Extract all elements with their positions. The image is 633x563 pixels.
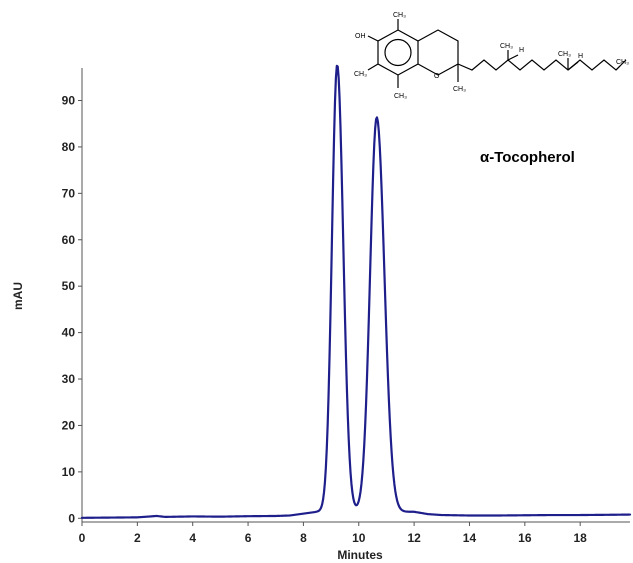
phytyl-tail	[457, 59, 627, 71]
tail-methyl-label-3: CH₃	[616, 59, 629, 66]
methyl-bond-left	[367, 63, 379, 71]
peak-markers	[337, 70, 377, 122]
x-tick-label: 14	[463, 531, 477, 545]
y-tick-label: 0	[68, 511, 75, 525]
y-tick-label: 40	[62, 326, 76, 340]
x-tick-label: 12	[407, 531, 421, 545]
oh-bond	[367, 35, 379, 42]
y-tick-label: 70	[62, 186, 76, 200]
axes	[81, 68, 630, 523]
chromatogram-trace	[80, 64, 632, 519]
tail-methyl-label-2: CH₃	[558, 51, 571, 58]
x-tick-label: 18	[574, 531, 588, 545]
methyl-label-top: CH₃	[393, 12, 406, 19]
tail-methyl-bond-3	[615, 65, 621, 71]
x-tick-label: 4	[189, 531, 196, 545]
methyl-label-bottom: CH₃	[394, 93, 407, 100]
y-tick-label: 10	[62, 465, 76, 479]
chiral-methyl-label: CH₃	[453, 86, 466, 93]
y-tick-label: 20	[62, 418, 76, 432]
tail-h-label-1: H	[519, 47, 524, 54]
x-tick-label: 6	[245, 531, 252, 545]
compound-label: α-Tocopherol	[480, 149, 575, 166]
x-tick-label: 10	[352, 531, 366, 545]
y-axis-title: mAU	[11, 282, 25, 310]
y-tick-label: 60	[62, 233, 76, 247]
x-tick-label: 8	[300, 531, 307, 545]
tail-methyl-label-1: CH₃	[500, 43, 513, 50]
aromatic-ring	[377, 29, 419, 76]
y-tick-label: 80	[62, 140, 76, 154]
x-axis-title: Minutes	[337, 548, 383, 562]
y-ticks: 0 10 20 30 40 50 60 70 80 90	[62, 93, 82, 525]
pyran-ring	[417, 29, 459, 76]
y-tick-label: 90	[62, 93, 76, 107]
oh-label: OH	[355, 33, 366, 40]
tail-h-label-2: H	[578, 53, 583, 60]
x-tick-label: 0	[79, 531, 86, 545]
tail-h-bond-1	[507, 54, 519, 61]
aromatic-circle	[384, 38, 412, 67]
x-ticks: 0 2 4 6 8 10 12 14 16 18	[79, 522, 588, 545]
y-tick-label: 30	[62, 372, 76, 386]
tocopherol-structure-diagram: CH₃ OH CH₃ CH₃ O CH₃ CH₃ H CH₃ H CH₃	[354, 12, 629, 100]
tail-h-bond-2	[567, 61, 579, 71]
x-tick-label: 16	[518, 531, 532, 545]
ring-oxygen-label: O	[434, 73, 440, 80]
y-tick-label: 50	[62, 279, 76, 293]
methyl-label-left: CH₃	[354, 71, 367, 78]
x-tick-label: 2	[134, 531, 141, 545]
